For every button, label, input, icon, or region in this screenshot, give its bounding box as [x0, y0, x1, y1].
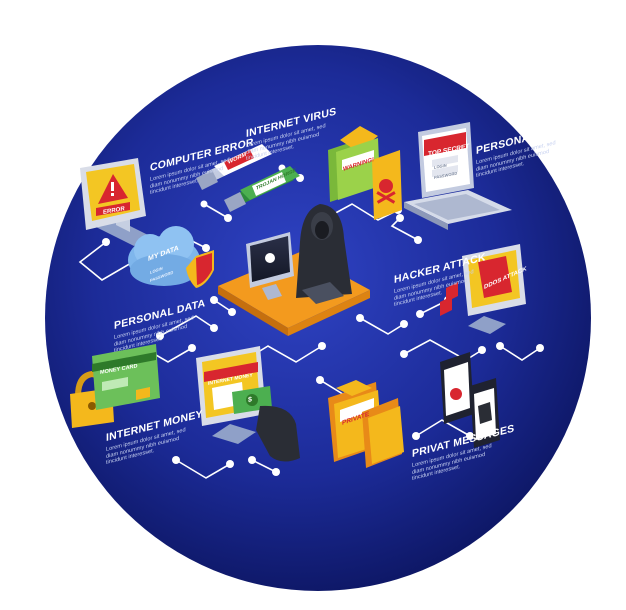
error-monitor-icon: [80, 158, 150, 246]
desktop-monitor-icon: [246, 232, 294, 300]
shield-icon: [186, 250, 214, 288]
dollar-bill-label: $: [248, 396, 252, 404]
money-card-icon: [92, 344, 160, 410]
usb-worm-icon: [196, 144, 272, 190]
hand-icon: [256, 405, 300, 462]
usb-trojan-icon: [224, 166, 300, 212]
private-folder-icon: [328, 380, 404, 468]
cloud-icon: [128, 226, 200, 286]
hacker-icon: [296, 204, 352, 304]
laptop-icon: [404, 122, 512, 230]
ddos-monitor-icon: [440, 244, 526, 334]
warning-folder-icon: [328, 126, 402, 220]
phones-icon: [440, 352, 500, 448]
